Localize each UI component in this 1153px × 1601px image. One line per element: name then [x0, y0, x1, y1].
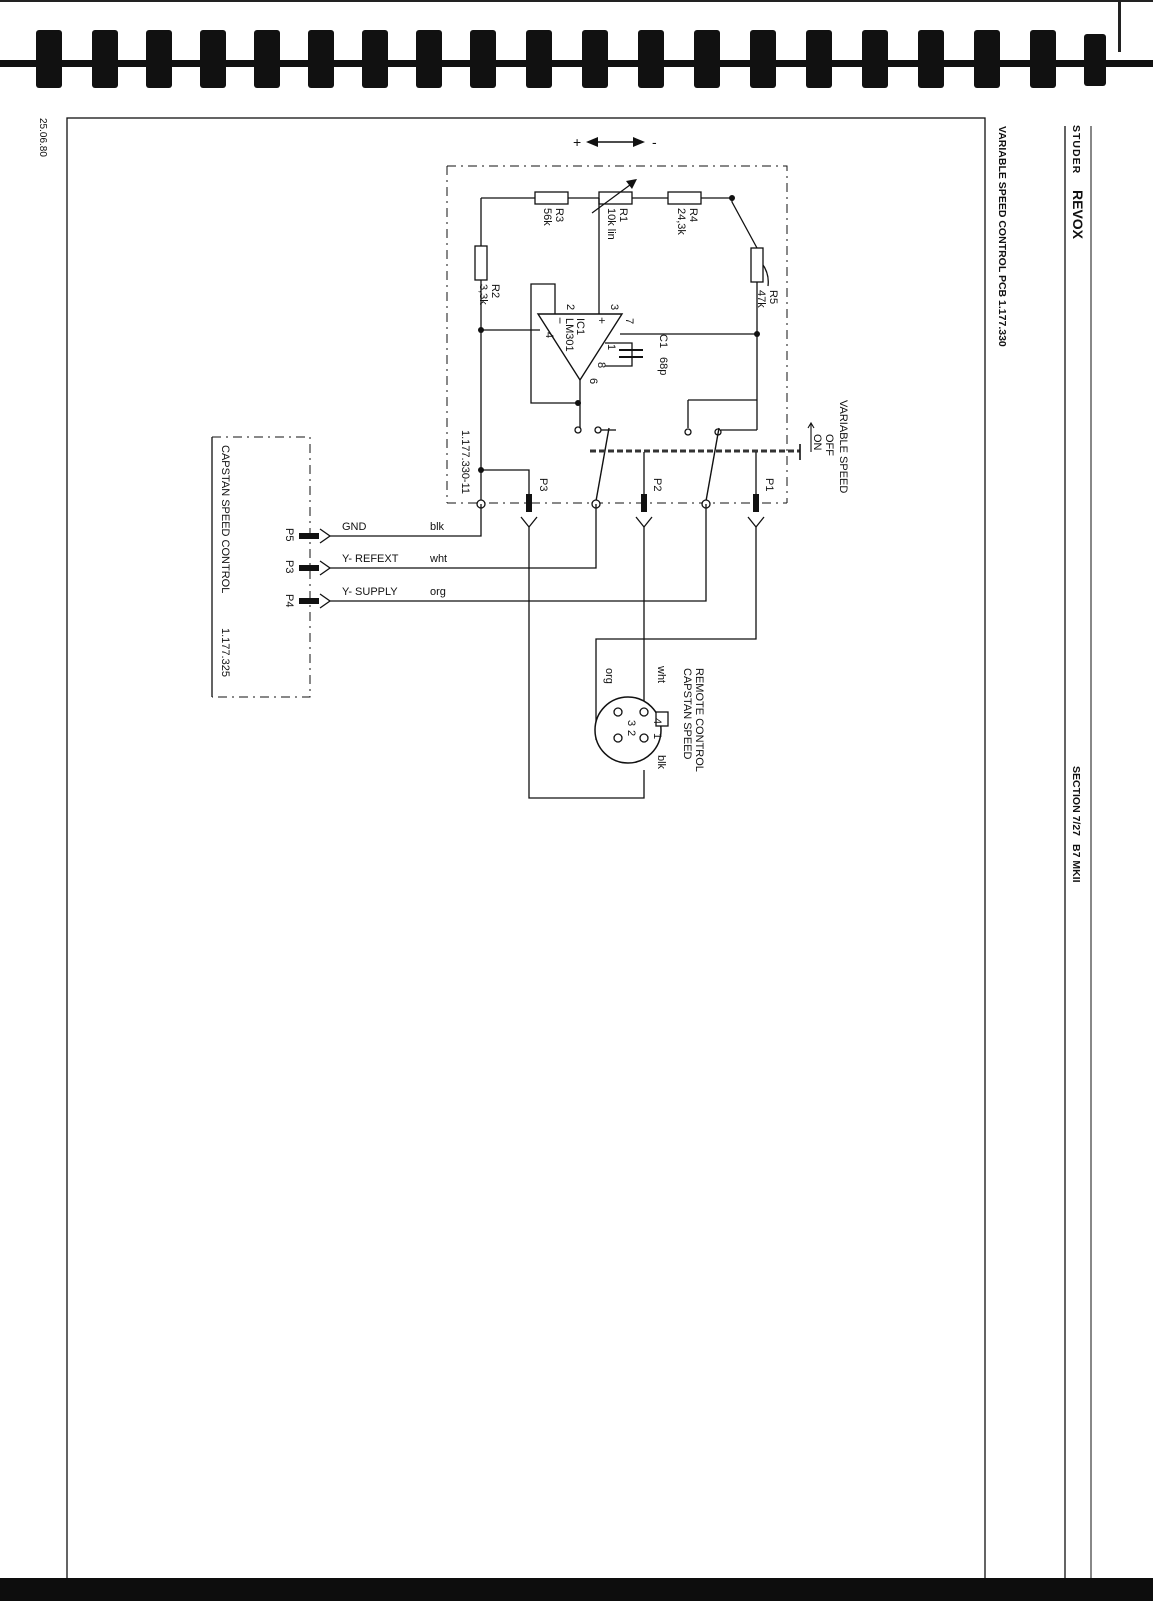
ic1-pin3: 3: [608, 304, 620, 310]
pcb-id-label: 1.177.330-11: [459, 430, 471, 494]
remote-title-2: CAPSTAN SPEED: [681, 668, 693, 760]
resistor-r2: R2 3,3k: [474, 245, 501, 305]
r1-value: 10k lin: [605, 208, 617, 240]
p5-label: P5: [283, 528, 295, 541]
direction-plus: +: [573, 134, 581, 150]
binding-strip: [0, 0, 1153, 88]
r5-value: 47k: [755, 290, 767, 308]
pcb-outline: 1.177.330-11: [446, 165, 788, 504]
socket-pin1: 1: [651, 733, 663, 739]
p4-label: P4: [283, 594, 295, 607]
ic1-pin7: 7: [623, 318, 635, 324]
ic1-part: LM301: [563, 318, 575, 352]
refext-signal: Y- REFEXT: [342, 553, 399, 565]
gnd-signal: GND: [342, 521, 367, 533]
switch-title: VARIABLE SPEED: [837, 400, 849, 493]
date-label: 25.06.80: [37, 118, 48, 157]
pin-p3-label: P3: [537, 478, 549, 491]
direction-arrow: + -: [573, 134, 657, 150]
resistor-network: [480, 197, 769, 500]
capstan-board-number: 1.177.325: [219, 628, 231, 677]
ic1-pin4: 4: [543, 332, 555, 338]
c1-ref: C1: [657, 334, 669, 348]
r3-value: 56k: [541, 208, 553, 226]
r1-ref: R1: [617, 208, 629, 222]
socket-pin3: 3: [625, 720, 637, 726]
supply-color: org: [430, 586, 446, 598]
c1-value: 68p: [657, 357, 669, 375]
socket-pin4: 4: [651, 718, 663, 724]
capstan-board-outline: CAPSTAN SPEED CONTROL 1.177.325: [211, 436, 311, 698]
ic1-pin1: 1: [605, 344, 617, 350]
r4-ref: R4: [687, 208, 699, 222]
ic1-plus: +: [595, 317, 609, 324]
socket-pin2: 2: [625, 730, 637, 736]
pin-p1-label: P1: [763, 478, 775, 491]
switch-on: ON: [811, 434, 823, 451]
page-frame: [0, 117, 1153, 1601]
remote-title-1: REMOTE CONTROL: [693, 668, 705, 772]
r2-ref: R2: [489, 284, 501, 298]
pin-p2-label: P2: [651, 478, 663, 491]
remote-wire-org: org: [603, 668, 615, 684]
r4-value: 24,3k: [675, 208, 687, 235]
opamp-ic1: IC1 LM301 + − 1 2 3 4 6 7 8 C1 68p: [481, 198, 757, 428]
ic1-minus: −: [553, 317, 567, 324]
r3-ref: R3: [553, 208, 565, 222]
direction-minus: -: [652, 134, 657, 150]
potentiometer-r5: R5 47k: [750, 247, 779, 308]
p3-conn-label: P3: [283, 560, 295, 573]
ic1-ref: IC1: [574, 318, 586, 335]
resistor-r4: R4 24,3k: [667, 191, 702, 235]
gnd-color: blk: [430, 521, 445, 533]
supply-signal: Y- SUPPLY: [342, 586, 398, 598]
header: STUDER REVOX B7 MKII SECTION 7/27 VARIAB…: [37, 118, 1086, 883]
resistor-r3: R3 56k: [534, 191, 569, 226]
remote-wire-blk: blk: [655, 755, 667, 770]
connector-lines: P5 P3 P4 GND Y- REFEXT Y- SUPPLY blk wht…: [283, 504, 707, 609]
refext-color: wht: [429, 553, 447, 565]
brand-studer: STUDER: [1070, 125, 1082, 174]
switch-off: OFF: [823, 434, 835, 456]
schematic-title: VARIABLE SPEED CONTROL PCB 1.177.330: [996, 126, 1008, 347]
r2-value: 3,3k: [477, 284, 489, 305]
ic1-pin8: 8: [595, 362, 607, 368]
board-pins: P1 P2 P3: [476, 195, 775, 529]
capstan-board-title: CAPSTAN SPEED CONTROL: [219, 445, 231, 593]
ic1-pin6: 6: [587, 378, 599, 384]
brand-revox: REVOX: [1070, 190, 1086, 240]
remote-wire-wht: wht: [655, 665, 667, 683]
remote-socket: 1 2 3 4 wht org blk REMOTE CONTROL CAPST…: [528, 527, 757, 799]
variable-speed-switch: VARIABLE SPEED OFF ON: [574, 399, 849, 502]
r5-ref: R5: [767, 290, 779, 304]
model-label: B7 MKII: [1070, 844, 1082, 883]
ic1-pin2: 2: [564, 304, 576, 310]
section-label: SECTION 7/27: [1070, 766, 1082, 836]
